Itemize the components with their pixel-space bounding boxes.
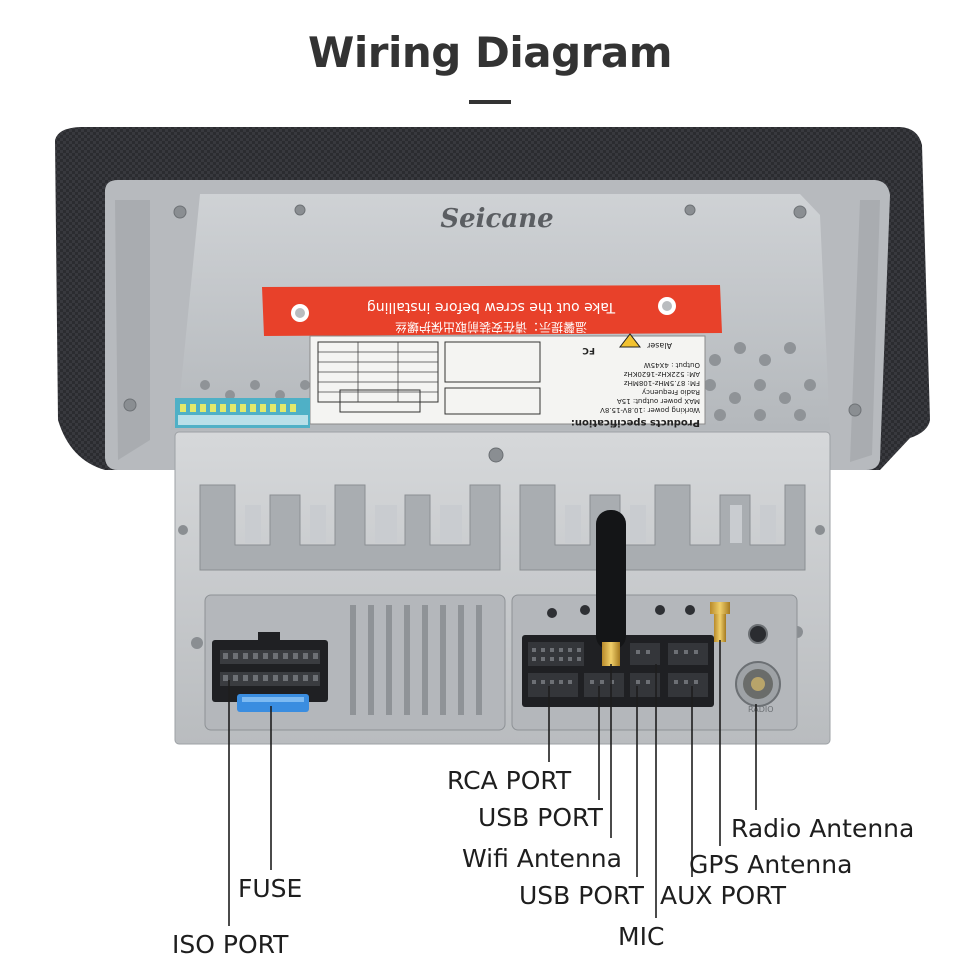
chassis-screws (123, 204, 862, 417)
spec-line: Working power :10.8V-15.8V (600, 406, 700, 414)
rca-usb-connectors (522, 635, 714, 707)
warning-sticker (262, 285, 722, 336)
spec-line: Radio Frequency (642, 388, 700, 396)
spec-line: AM: 522KHz-1620KHz (624, 370, 700, 378)
spec-line: FM: 87.5MHz-108MHz (624, 379, 700, 387)
page-title: Wiring Diagram (308, 28, 672, 77)
radio-jack-label: RADIO (748, 705, 774, 714)
spec-line: MAX power output: 15A (617, 397, 700, 405)
callout-iso-port: ISO PORT (172, 930, 289, 959)
fc-mark: FC (582, 345, 595, 355)
wifi-antenna (596, 510, 626, 666)
vent-slots (350, 605, 482, 715)
callout-mic: MIC (618, 922, 665, 951)
callout-gps-antenna: GPS Antenna (689, 850, 853, 879)
warning-text: Alaser (646, 341, 672, 350)
spec-label (309, 335, 706, 425)
sticker-text-cn: 温馨提示：请在安装前取出保护螺丝 (395, 320, 587, 335)
spec-header: Products specification: (571, 417, 700, 428)
callout-usb-port-1: USB PORT (478, 803, 603, 832)
spec-line: Output : 4X45W (644, 361, 700, 369)
callout-aux-port: AUX PORT (660, 881, 787, 910)
callout-radio-antenna: Radio Antenna (731, 814, 915, 843)
mic-jack (748, 624, 768, 644)
laser-warning-icon (618, 333, 642, 348)
gps-connector (710, 602, 730, 642)
brand-logo: Seicane (440, 204, 553, 234)
callout-usb-port-2: USB PORT (519, 881, 644, 910)
iso-connector (212, 632, 328, 702)
callout-wifi-antenna: Wifi Antenna (462, 844, 622, 873)
title-underline (469, 100, 511, 104)
radio-antenna-jack (735, 661, 781, 707)
callout-rca-port: RCA PORT (447, 766, 572, 795)
callout-lines (228, 640, 757, 926)
sticker-text: Take out the screw before installing (367, 299, 616, 315)
fuse (237, 694, 309, 712)
callout-fuse: FUSE (238, 874, 303, 903)
